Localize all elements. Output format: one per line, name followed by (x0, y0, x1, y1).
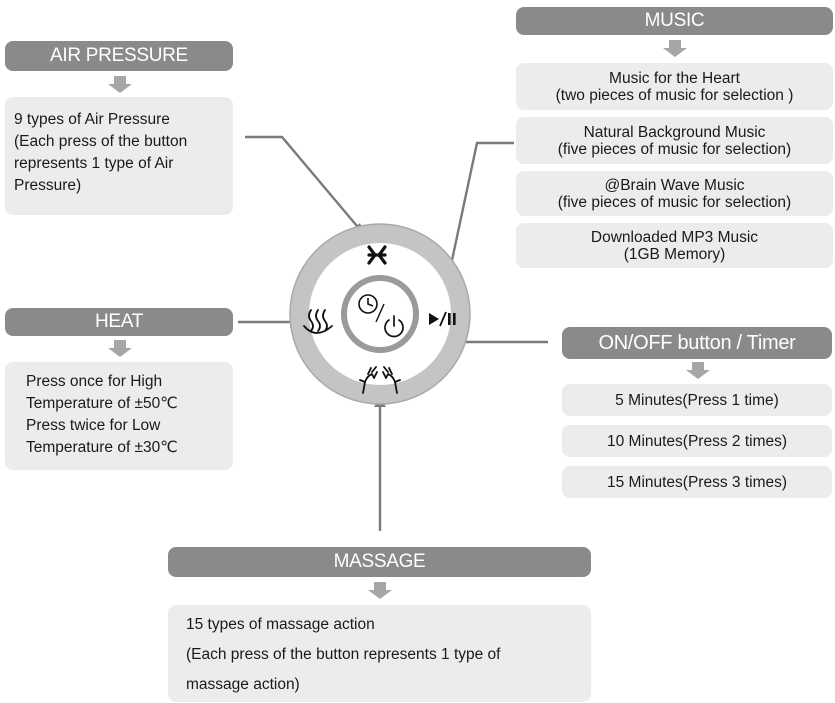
connector-air-pressure (245, 135, 363, 233)
massage-header-label: MASSAGE (333, 551, 426, 572)
air-pressure-header: AIR PRESSURE (5, 41, 233, 71)
air-pressure-icon[interactable] (367, 245, 387, 265)
play-pause-icon[interactable] (429, 311, 456, 327)
music-option-detail: (1GB Memory) (623, 245, 726, 263)
heat-header-label: HEAT (94, 311, 144, 332)
massage-description: 15 types of massage action (Each press o… (168, 605, 591, 702)
heat-header: HEAT (5, 308, 233, 336)
slash-divider (375, 303, 385, 323)
music-option-title: @Brain Wave Music (604, 176, 745, 194)
onoff-timer-header: ON/OFF button / Timer (562, 327, 832, 359)
music-option-title: Downloaded MP3 Music (590, 228, 759, 246)
music-option-detail: (two pieces of music for selection ) (555, 86, 794, 104)
timer-option-label: 10 Minutes(Press 2 times) (606, 432, 788, 450)
massage-line: 15 types of massage action (186, 616, 375, 633)
air-pressure-description: 9 types of Air Pressure (Each press of t… (5, 97, 233, 215)
heat-description: Press once for High Temperature of ±50℃ … (5, 362, 233, 470)
music-option: Downloaded MP3 Music (1GB Memory) (516, 223, 833, 268)
music-option: @Brain Wave Music (five pieces of music … (516, 171, 833, 216)
timer-option: 15 Minutes(Press 3 times) (562, 466, 832, 498)
controller-dial (289, 223, 471, 405)
music-option-title: Music for the Heart (609, 69, 740, 87)
heat-line: Press twice for Low (26, 417, 161, 434)
music-header: MUSIC (516, 7, 833, 35)
heat-line: Press once for High (26, 373, 163, 390)
onoff-timer-header-label: ON/OFF button / Timer (598, 331, 796, 354)
air-pressure-header-label: AIR PRESSURE (50, 45, 188, 66)
heat-line: Temperature of ±30℃ (26, 439, 178, 456)
timer-option-label: 15 Minutes(Press 3 times) (606, 473, 788, 491)
heat-steam-icon[interactable] (303, 309, 333, 334)
timer-option: 5 Minutes(Press 1 time) (562, 384, 832, 416)
timer-option-label: 5 Minutes(Press 1 time) (615, 391, 779, 409)
timer-clock-icon[interactable] (358, 294, 378, 314)
music-option: Natural Background Music (five pieces of… (516, 117, 833, 164)
music-header-label: MUSIC (644, 10, 705, 31)
music-option-title: Natural Background Music (583, 123, 766, 141)
heat-line: Temperature of ±50℃ (26, 395, 178, 412)
connector-music (443, 141, 514, 294)
air-pressure-line: represents 1 type of Air (14, 155, 174, 172)
music-option-detail: (five pieces of music for selection) (557, 193, 792, 211)
music-option: Music for the Heart (two pieces of music… (516, 63, 833, 110)
massage-hands-icon[interactable] (359, 366, 401, 394)
music-option-detail: (five pieces of music for selection) (557, 140, 792, 158)
air-pressure-line: (Each press of the button (14, 133, 188, 150)
power-icon[interactable] (384, 315, 404, 338)
massage-header: MASSAGE (168, 547, 591, 577)
air-pressure-line: 9 types of Air Pressure (14, 111, 170, 128)
air-pressure-line: Pressure) (14, 177, 82, 194)
massage-line: (Each press of the button represents 1 t… (186, 646, 501, 663)
massage-line: massage action) (186, 676, 300, 693)
timer-option: 10 Minutes(Press 2 times) (562, 425, 832, 457)
